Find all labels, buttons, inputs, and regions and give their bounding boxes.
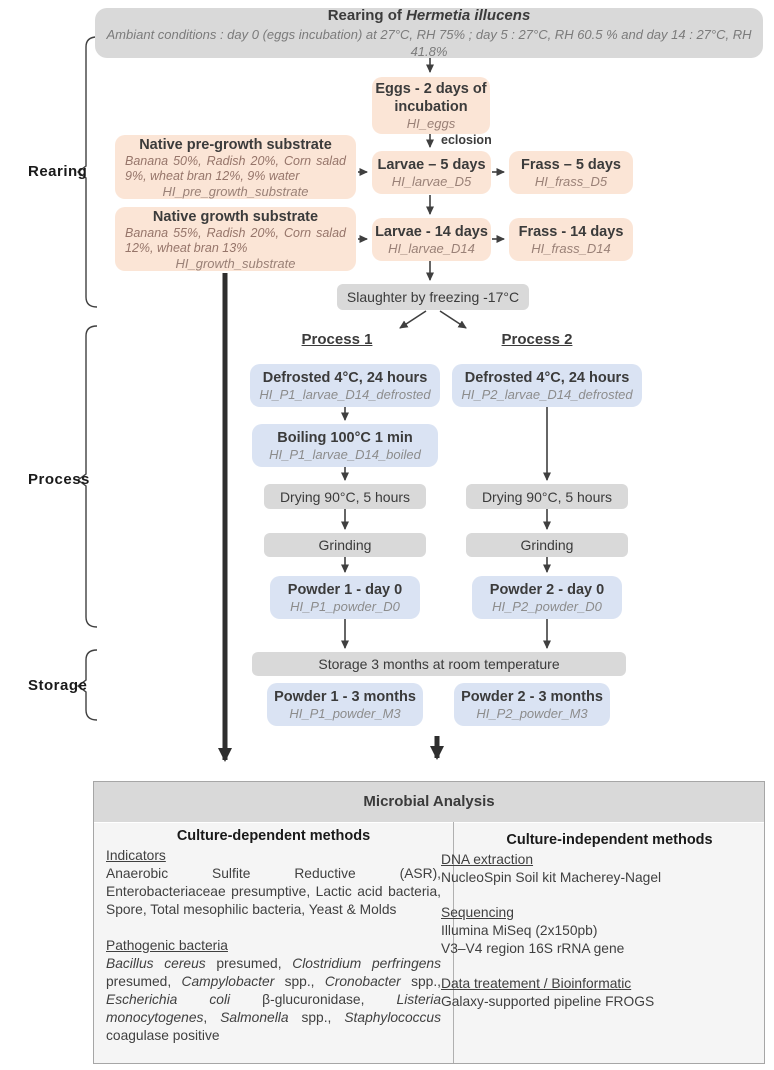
growth-composition: Banana 55%, Radish 20%, Corn salad 12%, … xyxy=(125,225,346,255)
microbial-analysis-panel: Microbial Analysis Culture-dependent met… xyxy=(93,781,765,1064)
storage-powder1-sample: HI_P1_powder_M3 xyxy=(289,705,401,721)
storage-powder2-box: Powder 2 - 3 months HI_P2_powder_M3 xyxy=(454,683,610,726)
p2-defrosted-box: Defrosted 4°C, 24 hours HI_P2_larvae_D14… xyxy=(452,364,642,407)
culture-dependent-title: Culture-dependent methods xyxy=(176,828,371,844)
indicators-text: Anaerobic Sulfite Reductive (ASR), Enter… xyxy=(106,866,441,917)
page-title-species: Hermetia illucens xyxy=(406,7,531,24)
p1-powder-sample: HI_P1_powder_D0 xyxy=(290,598,400,614)
larvae-d5-label: Larvae – 5 days xyxy=(377,156,486,173)
p1-defrosted-box: Defrosted 4°C, 24 hours HI_P1_larvae_D14… xyxy=(250,364,440,407)
bioinformatic-text: Galaxy-supported pipeline FROGS xyxy=(441,994,655,1009)
slaughter-box: Slaughter by freezing -17°C xyxy=(337,284,529,310)
p2-drying-box: Drying 90°C, 5 hours xyxy=(466,484,628,509)
frass-d14-sample: HI_frass_D14 xyxy=(531,240,611,256)
indicators-heading: Indicators xyxy=(106,848,166,863)
storage-powder1-label: Powder 1 - 3 months xyxy=(274,688,416,705)
process1-title: Process 1 xyxy=(301,331,373,348)
dna-extraction-text: NucleoSpin Soil kit Macherey-Nagel xyxy=(441,870,662,885)
p2-grinding-box: Grinding xyxy=(466,533,628,557)
pre-growth-sample: HI_pre_growth_substrate xyxy=(162,183,309,199)
p1-drying-label: Drying 90°C, 5 hours xyxy=(279,488,411,505)
sequencing-line1: Illumina MiSeq (2x150pb) xyxy=(441,923,598,938)
larvae-d5-sample: HI_larvae_D5 xyxy=(391,173,472,189)
p2-powder-box: Powder 2 - day 0 HI_P2_powder_D0 xyxy=(472,576,622,619)
p1-grinding-label: Grinding xyxy=(318,537,372,553)
side-label-storage: Storage xyxy=(28,677,88,694)
eggs-box: Eggs - 2 days of incubation HI_eggs xyxy=(372,77,490,134)
frass-d5-label: Frass – 5 days xyxy=(521,156,621,173)
page-title-prefix: Rearing of xyxy=(327,7,407,24)
p1-boiling-box: Boiling 100°C 1 min HI_P1_larvae_D14_boi… xyxy=(252,424,438,467)
rearing-header-box: Rearing of Hermetia illucens Ambiant con… xyxy=(95,6,763,59)
pre-growth-substrate-box: Native pre-growth substrate Banana 50%, … xyxy=(115,135,356,199)
eggs-label: Eggs - 2 days of incubation xyxy=(375,80,487,115)
microbial-analysis-title: Microbial Analysis xyxy=(94,782,764,823)
frass-d14-label: Frass - 14 days xyxy=(518,223,624,240)
p2-defrosted-label: Defrosted 4°C, 24 hours xyxy=(464,369,630,386)
pathogenic-text: Bacillus cereus presumed, Clostridium pe… xyxy=(106,956,441,1043)
sequencing-heading: Sequencing xyxy=(441,905,514,920)
p1-powder-label: Powder 1 - day 0 xyxy=(287,581,403,598)
p1-drying-box: Drying 90°C, 5 hours xyxy=(264,484,426,509)
side-label-rearing: Rearing xyxy=(28,163,88,180)
larvae-d14-box: Larvae - 14 days HI_larvae_D14 xyxy=(372,218,491,261)
p1-powder-box: Powder 1 - day 0 HI_P1_powder_D0 xyxy=(270,576,420,619)
eclosion-label: eclosion xyxy=(441,133,492,147)
page-title: Rearing of Hermetia illucens xyxy=(95,6,763,26)
ambient-conditions-text: Ambiant conditions : day 0 (eggs incubat… xyxy=(106,27,752,59)
storage-powder1-box: Powder 1 - 3 months HI_P1_powder_M3 xyxy=(267,683,423,726)
dna-extraction-heading: DNA extraction xyxy=(441,852,534,867)
culture-independent-column: Culture-independent methods DNA extracti… xyxy=(429,822,774,1063)
eggs-sample: HI_eggs xyxy=(406,115,456,131)
growth-sample: HI_growth_substrate xyxy=(175,255,296,271)
p1-defrosted-label: Defrosted 4°C, 24 hours xyxy=(262,369,428,386)
p2-defrosted-sample: HI_P2_larvae_D14_defrosted xyxy=(461,386,633,402)
larvae-d5-box: Larvae – 5 days HI_larvae_D5 xyxy=(372,151,491,194)
larvae-d14-label: Larvae - 14 days xyxy=(375,223,488,240)
storage-powder2-sample: HI_P2_powder_M3 xyxy=(476,705,588,721)
storage-banner-label: Storage 3 months at room temperature xyxy=(318,656,560,672)
p1-grinding-box: Grinding xyxy=(264,533,426,557)
pathogenic-heading: Pathogenic bacteria xyxy=(106,938,228,953)
frass-d14-box: Frass - 14 days HI_frass_D14 xyxy=(509,218,633,261)
culture-dependent-column: Culture-dependent methods Indicators Ana… xyxy=(94,822,454,1063)
pre-growth-composition: Banana 50%, Radish 20%, Corn salad 9%, w… xyxy=(125,153,346,183)
p1-defrosted-sample: HI_P1_larvae_D14_defrosted xyxy=(259,386,431,402)
p1-boiling-sample: HI_P1_larvae_D14_boiled xyxy=(269,446,421,462)
storage-banner: Storage 3 months at room temperature xyxy=(252,652,626,676)
frass-d5-box: Frass – 5 days HI_frass_D5 xyxy=(509,151,633,194)
frass-d5-sample: HI_frass_D5 xyxy=(534,173,608,189)
process2-title: Process 2 xyxy=(501,331,573,348)
p2-powder-sample: HI_P2_powder_D0 xyxy=(492,598,602,614)
p2-drying-label: Drying 90°C, 5 hours xyxy=(481,488,613,505)
p2-grinding-label: Grinding xyxy=(520,537,574,553)
slaughter-label: Slaughter by freezing -17°C xyxy=(346,289,520,305)
side-label-process: Process xyxy=(28,471,90,488)
p2-powder-label: Powder 2 - day 0 xyxy=(489,581,605,598)
culture-independent-title: Culture-independent methods xyxy=(506,832,713,848)
growth-title: Native growth substrate xyxy=(152,208,319,225)
larvae-d14-sample: HI_larvae_D14 xyxy=(388,240,475,256)
storage-powder2-label: Powder 2 - 3 months xyxy=(461,688,603,705)
p1-boiling-label: Boiling 100°C 1 min xyxy=(277,429,413,446)
pre-growth-title: Native pre-growth substrate xyxy=(139,136,332,153)
bioinformatic-heading: Data treatement / Bioinformatic xyxy=(441,976,632,991)
sequencing-line2: V3–V4 region 16S rRNA gene xyxy=(441,941,625,956)
growth-substrate-box: Native growth substrate Banana 55%, Radi… xyxy=(115,207,356,271)
